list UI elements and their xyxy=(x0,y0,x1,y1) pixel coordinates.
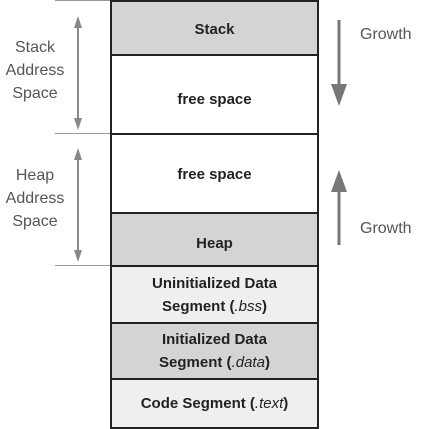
divider-middle xyxy=(55,133,110,134)
data-line2-italic: .data xyxy=(231,354,265,371)
data-line1: Initialized Data xyxy=(161,331,267,348)
stack-space-double-arrow xyxy=(74,16,82,130)
bss-line1: Uninitialized Data xyxy=(151,274,278,292)
divider-bottom xyxy=(55,265,110,266)
bss-line2-suffix: ) xyxy=(262,297,268,315)
stack-address-space-label: Stack Address Space xyxy=(0,36,70,105)
free-space-bottom-segment: free space xyxy=(112,135,317,214)
heap-label-line3: Space xyxy=(12,213,58,230)
heap-space-double-arrow xyxy=(74,148,82,262)
text-italic: .text xyxy=(254,395,284,412)
growth-up-arrow xyxy=(331,170,347,245)
free-space-top-label: free space xyxy=(177,91,252,108)
stack-label-line1: Stack xyxy=(14,39,55,56)
free-space-top-segment: free space xyxy=(112,56,317,135)
bss-line2-prefix: Segment ( xyxy=(161,297,235,315)
text-segment-text: Code Segment (.text) xyxy=(141,392,289,415)
heap-label-line1: Heap xyxy=(15,167,55,184)
free-space-bottom-label: free space xyxy=(177,166,252,183)
heap-segment: Heap xyxy=(112,214,317,267)
data-line2-suffix: ) xyxy=(264,354,270,371)
text-suffix: ) xyxy=(283,395,289,412)
memory-column: Stack free space free space Heap Uniniti… xyxy=(110,0,319,429)
stack-segment: Stack xyxy=(112,2,317,56)
data-line2-prefix: Segment ( xyxy=(159,354,232,371)
growth-down-arrow xyxy=(331,20,347,106)
bss-line2: Segment (.bss) xyxy=(152,295,277,318)
growth-up-label: Growth xyxy=(360,220,412,237)
heap-label-line2: Address xyxy=(5,190,65,207)
data-line2: Segment (.data) xyxy=(159,351,270,374)
text-segment: Code Segment (.text) xyxy=(112,380,317,427)
heap-address-space-label: Heap Address Space xyxy=(0,164,70,233)
text-prefix: Code Segment ( xyxy=(140,395,255,412)
stack-label-line3: Space xyxy=(12,85,58,102)
heap-segment-label: Heap xyxy=(196,235,233,252)
stack-label-line2: Address xyxy=(5,62,65,79)
bss-line2-italic: .bss xyxy=(234,297,263,315)
growth-down-label: Growth xyxy=(360,26,412,43)
data-segment: Initialized Data Segment (.data) xyxy=(112,324,317,380)
data-segment-text: Initialized Data Segment (.data) xyxy=(159,328,270,374)
bss-segment-text: Uninitialized Data Segment (.bss) xyxy=(152,272,277,318)
stack-segment-label: Stack xyxy=(194,21,235,38)
divider-top xyxy=(55,0,110,1)
bss-segment: Uninitialized Data Segment (.bss) xyxy=(112,267,317,324)
